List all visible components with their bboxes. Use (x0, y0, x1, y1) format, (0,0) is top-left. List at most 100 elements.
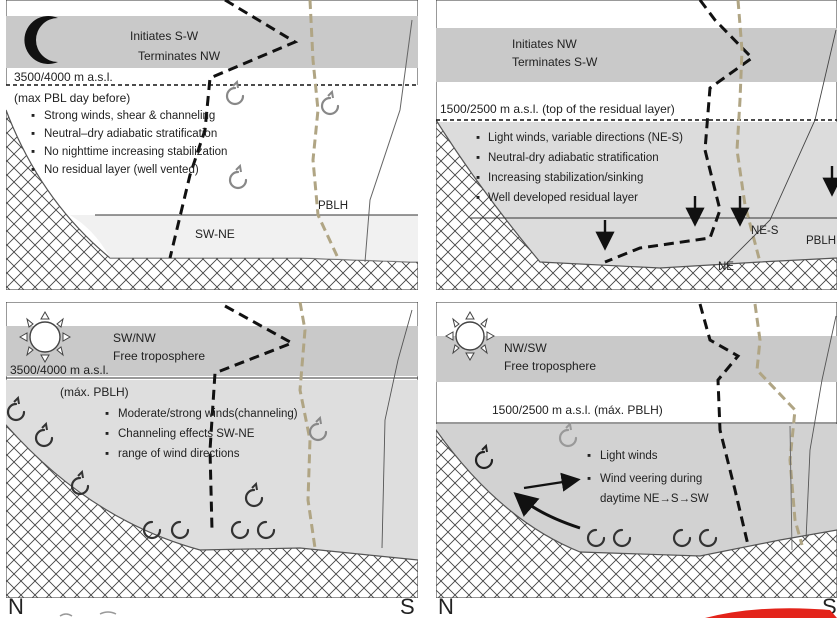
temperature-profile (168, 0, 299, 259)
eddy-arrowhead (565, 421, 572, 431)
bullet-mark: ▪ (587, 450, 591, 462)
panel-night-winter: Initiates S-W Terminates NW 3500/4000 m … (6, 0, 418, 290)
red-accent-shape (705, 608, 837, 618)
bullet-text: Strong winds, shear & channeling (44, 110, 215, 122)
upslope-arrow (513, 492, 581, 530)
eddy-icon (230, 520, 250, 540)
bullet-mark: ▪ (105, 448, 109, 460)
free-troposphere-band (436, 28, 837, 82)
bullet-text: No residual layer (well vented) (44, 164, 199, 176)
eddy-arrowhead (77, 469, 84, 479)
north-label: N (8, 594, 24, 618)
temperature-profile (698, 303, 750, 546)
eddy-icon (34, 428, 54, 448)
panel-day-winter: SW/NW Free troposphere 3500/4000 m a.s.l… (6, 302, 418, 598)
flow-label-ne-s: NE-S (751, 225, 779, 237)
bullet-text: daytime NE→S→SW (600, 493, 709, 505)
bullet-text: Channeling effects SW-NE (118, 428, 255, 440)
bullet-text: Neutral–dry adiabatic stratification (44, 128, 217, 140)
wind-arrow (523, 472, 581, 492)
mountain-slope-line (364, 19, 413, 263)
note-label: (max PBL day before) (14, 91, 130, 105)
panel-day-summer: NW/SW Free troposphere 1500/2500 m a.s.l… (436, 302, 837, 598)
mountain-slope-line (805, 315, 837, 541)
mountain-slope-line (381, 309, 413, 549)
flow-label-ne: NE (718, 261, 734, 273)
sun-icon (444, 310, 496, 362)
eddy-arrowhead (41, 421, 48, 431)
bullet-text: Light winds, variable directions (NE-S) (488, 132, 683, 144)
valley-air (70, 215, 418, 262)
bullet-mark: ▪ (476, 192, 480, 204)
north-label: N (438, 594, 454, 618)
bullet-text: Neutral-dry adiabatic stratification (488, 152, 659, 164)
eddy-icon (244, 488, 264, 508)
band-line2: Free troposphere (504, 359, 596, 373)
eddy-icon (70, 476, 90, 496)
band-line2: Terminates S-W (512, 55, 598, 69)
bullet-mark: ▪ (105, 408, 109, 420)
bullet-mark: ▪ (31, 110, 35, 122)
height-label: 1500/2500 m a.s.l. (máx. PBLH) (492, 403, 663, 417)
band-line2: Terminates NW (138, 49, 221, 63)
free-troposphere-band (436, 336, 837, 382)
band-line2: Free troposphere (113, 349, 205, 363)
eddy-icon (558, 428, 578, 448)
eddy-arrowhead (315, 415, 322, 425)
wind-stroke-fragment (99, 611, 117, 615)
eddy-icon (142, 520, 162, 540)
pblh-profile (753, 303, 804, 546)
eddy-icon (320, 96, 340, 116)
crescent-moon-icon (24, 16, 59, 65)
band-line1: SW/NW (113, 331, 156, 345)
pblh-profile (298, 302, 317, 549)
pblh-label: PBLH (318, 200, 348, 212)
bullet-mark: ▪ (476, 152, 480, 164)
eddy-icon (586, 528, 606, 548)
bullet-text: range of wind directions (118, 448, 240, 460)
bullet-text: Moderate/strong winds(channeling) (118, 408, 298, 420)
eddy-icon (672, 528, 692, 548)
slope-wind-line (789, 425, 793, 551)
temperature-profile (208, 304, 296, 531)
eddy-icon (256, 520, 276, 540)
flow-direction-label: SW-NE (195, 227, 235, 241)
eddy-arrowhead (13, 395, 20, 405)
eddy-icon (612, 528, 632, 548)
band-line1: Initiates NW (512, 37, 577, 51)
pblh-label: PBLH (806, 235, 836, 247)
eddy-icon (698, 528, 718, 548)
height-label: 3500/4000 m a.s.l. (10, 363, 109, 377)
bullet-text: Well developed residual layer (488, 192, 638, 204)
eddy-icon (6, 402, 26, 422)
bullet-text: Increasing stabilization/sinking (488, 172, 643, 184)
pblh-profile (308, 0, 340, 259)
terrain-hatch (6, 424, 418, 598)
bullet-mark: ▪ (31, 164, 35, 176)
band-line1: Initiates S-W (130, 29, 199, 43)
south-label: S (400, 594, 415, 618)
mountain-slope-line (719, 29, 837, 271)
eddy-icon (170, 520, 190, 540)
height-label: 1500/2500 m a.s.l. (top of the residual … (440, 102, 675, 116)
eddy-icon (228, 170, 248, 190)
eddy-arrowhead (251, 481, 258, 491)
eddy-arrowhead (327, 89, 334, 99)
eddy-icon (308, 422, 328, 442)
panel-night-summer: Initiates NW Terminates S-W 1500/2500 m … (436, 0, 837, 290)
terrain-hatch (436, 428, 837, 598)
eddy-icon (474, 450, 494, 470)
free-troposphere-band (6, 16, 418, 68)
bullet-mark: ▪ (31, 146, 35, 158)
bullet-mark: ▪ (476, 132, 480, 144)
note-label: (máx. PBLH) (60, 385, 129, 399)
eddy-arrowhead (481, 443, 488, 453)
free-troposphere-band (6, 326, 418, 376)
eddy-icon (225, 86, 245, 106)
sun-icon (18, 310, 72, 364)
bullet-mark: ▪ (105, 428, 109, 440)
terrain-hatch (436, 118, 837, 290)
bullet-text: Wind veering during (600, 473, 702, 485)
bullet-mark: ▪ (587, 473, 591, 485)
